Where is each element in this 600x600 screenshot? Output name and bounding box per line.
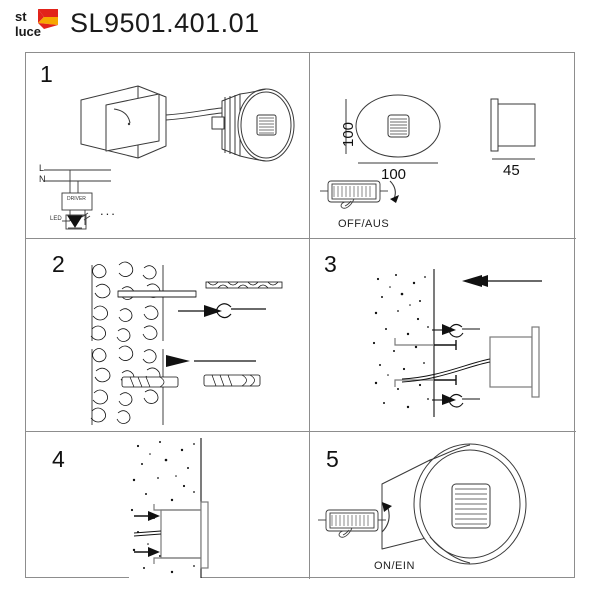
- wiring-live-label: L: [39, 163, 45, 173]
- wiring-neutral-label: N: [39, 174, 46, 184]
- wiring-led-label: LED: [50, 216, 62, 222]
- panel-step-3: 3: [309, 238, 576, 431]
- dimension-height-label: 100: [340, 121, 357, 147]
- step-4-illustration: [129, 438, 209, 578]
- step-number-2: 2: [52, 251, 65, 277]
- panel-step-4: 4: [26, 431, 309, 579]
- step-number-5: 5: [326, 446, 339, 472]
- step-number-4: 4: [52, 446, 65, 472]
- step-5-illustration: [318, 443, 527, 565]
- step-number-1: 1: [40, 61, 53, 87]
- panel-step-2: 2: [26, 238, 309, 431]
- switch-on-label: ON/EIN: [374, 560, 415, 572]
- panel-step-5: 5: [309, 431, 576, 579]
- wiring-diagram: [44, 169, 111, 230]
- wiring-driver-label: DRIVER: [67, 196, 86, 202]
- page-title: SL9501.401.01: [70, 8, 260, 38]
- step-number-3: 3: [324, 251, 337, 277]
- step-1-illustration: [44, 85, 295, 230]
- switch-off-label: OFF/AUS: [338, 218, 390, 230]
- panel-dimensions: 100 100 45 OFF/AUS: [309, 53, 576, 238]
- brand-logo: st luce: [14, 7, 60, 41]
- wiring-repeat-label: ...: [100, 203, 117, 218]
- switch-on-icon: [318, 502, 392, 538]
- switch-off-icon: [320, 180, 399, 209]
- svg-text:st: st: [15, 9, 27, 24]
- dimension-width-label: 100: [381, 166, 407, 183]
- step-2-illustration: [90, 261, 283, 425]
- step-3-illustration: [370, 269, 542, 417]
- page-header: st luce SL9501.401.01: [0, 0, 600, 48]
- dimensions-illustration: [320, 94, 536, 209]
- panel-step-1: 1: [26, 53, 309, 238]
- svg-text:luce: luce: [15, 24, 41, 39]
- dimension-depth-label: 45: [503, 162, 520, 179]
- instruction-grid: 1: [25, 52, 576, 579]
